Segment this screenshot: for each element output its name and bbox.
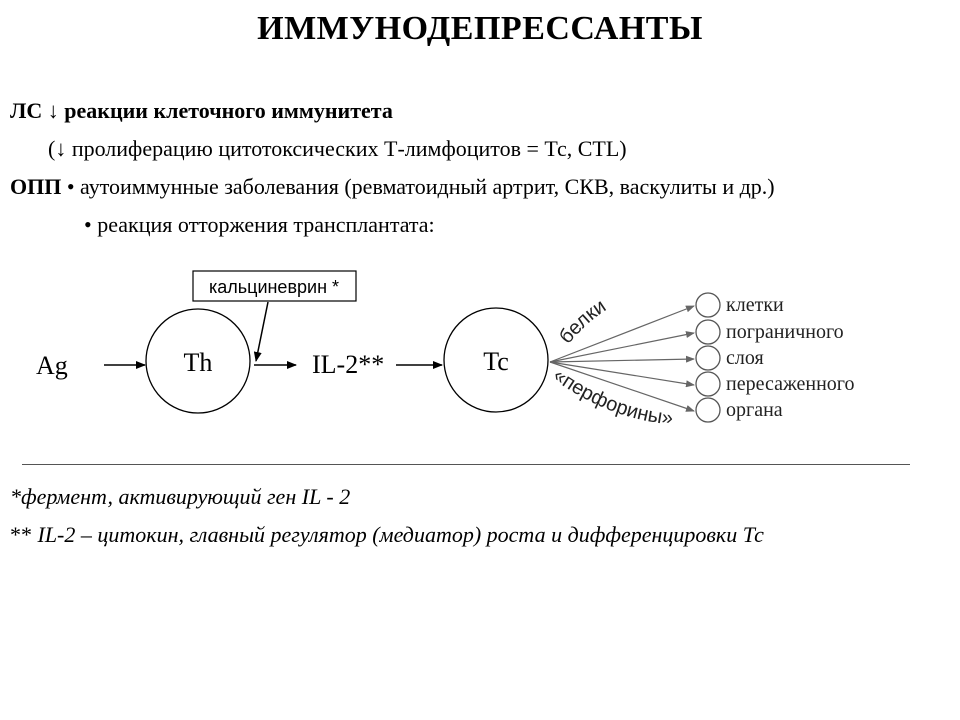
perforins-label: «перфорины»	[549, 364, 674, 429]
footnote-il2-text: IL-2 – цитокин, главный регулятор (медиа…	[37, 522, 764, 547]
target-cell-5	[695, 397, 721, 423]
line-drug-effect: ЛС ↓ реакции клеточного иммунитета	[10, 98, 393, 123]
perforins-label-path: «перфорины»	[549, 364, 674, 429]
target-text-1: клетки	[726, 294, 784, 316]
slide-title: ИММУНОДЕПРЕССАНТЫ	[257, 10, 703, 47]
target-cell-3	[695, 345, 721, 371]
immune-diagram: Ag Th кальциневрин * IL-2** Tc белки «пе…	[36, 270, 855, 429]
target-text-2: пограничного	[726, 321, 844, 343]
fan-arrow-1	[549, 305, 695, 363]
tc-cell-circle	[443, 307, 549, 413]
il2-label: IL-2**	[312, 350, 384, 379]
line-transplant-rejection: • реакция отторжения трансплантата:	[84, 212, 435, 237]
proteins-label-path: белки	[555, 295, 610, 348]
calcineurin-label: кальциневрин *	[209, 277, 339, 297]
fan-arrow-4	[549, 361, 695, 388]
target-text-5: органа	[726, 399, 783, 421]
indications-text: • аутоиммунные заболевания (ревматоидный…	[61, 174, 775, 199]
target-cell-2	[695, 319, 721, 345]
indications-label: ОПП	[10, 174, 62, 199]
line-indications: ОПП • аутоиммунные заболевания (ревматои…	[10, 174, 775, 200]
th-cell-circle	[145, 308, 251, 414]
proteins-label: белки	[555, 295, 610, 348]
footnote-il2-marker: **	[10, 522, 38, 547]
tc-label: Tc	[483, 347, 509, 376]
fan-arrow-3	[549, 355, 695, 363]
fan-arrow-5	[549, 361, 695, 412]
footnote-calcineurin: *фермент, активирующий ген IL - 2	[10, 484, 351, 509]
target-cell-1	[695, 292, 721, 318]
th-label: Th	[184, 348, 213, 377]
target-text-list: клетки пограничного слоя пересаженного о…	[726, 294, 855, 421]
arrow-calcineurin	[253, 301, 269, 362]
target-text-4: пересаженного	[726, 373, 855, 395]
footnote-divider	[22, 464, 910, 465]
calcineurin-box	[192, 270, 357, 302]
line-proliferation: (↓ пролиферацию цитотоксических Т-лимфоц…	[48, 136, 627, 161]
target-cells	[695, 292, 721, 423]
footnote-il2: ** IL-2 – цитокин, главный регулятор (ме…	[10, 522, 764, 548]
fan-arrow-2	[549, 331, 695, 363]
target-text-3: слоя	[726, 347, 764, 369]
arrow-fan	[549, 305, 695, 412]
antigen-label: Ag	[36, 351, 68, 380]
target-cell-4	[695, 371, 721, 397]
